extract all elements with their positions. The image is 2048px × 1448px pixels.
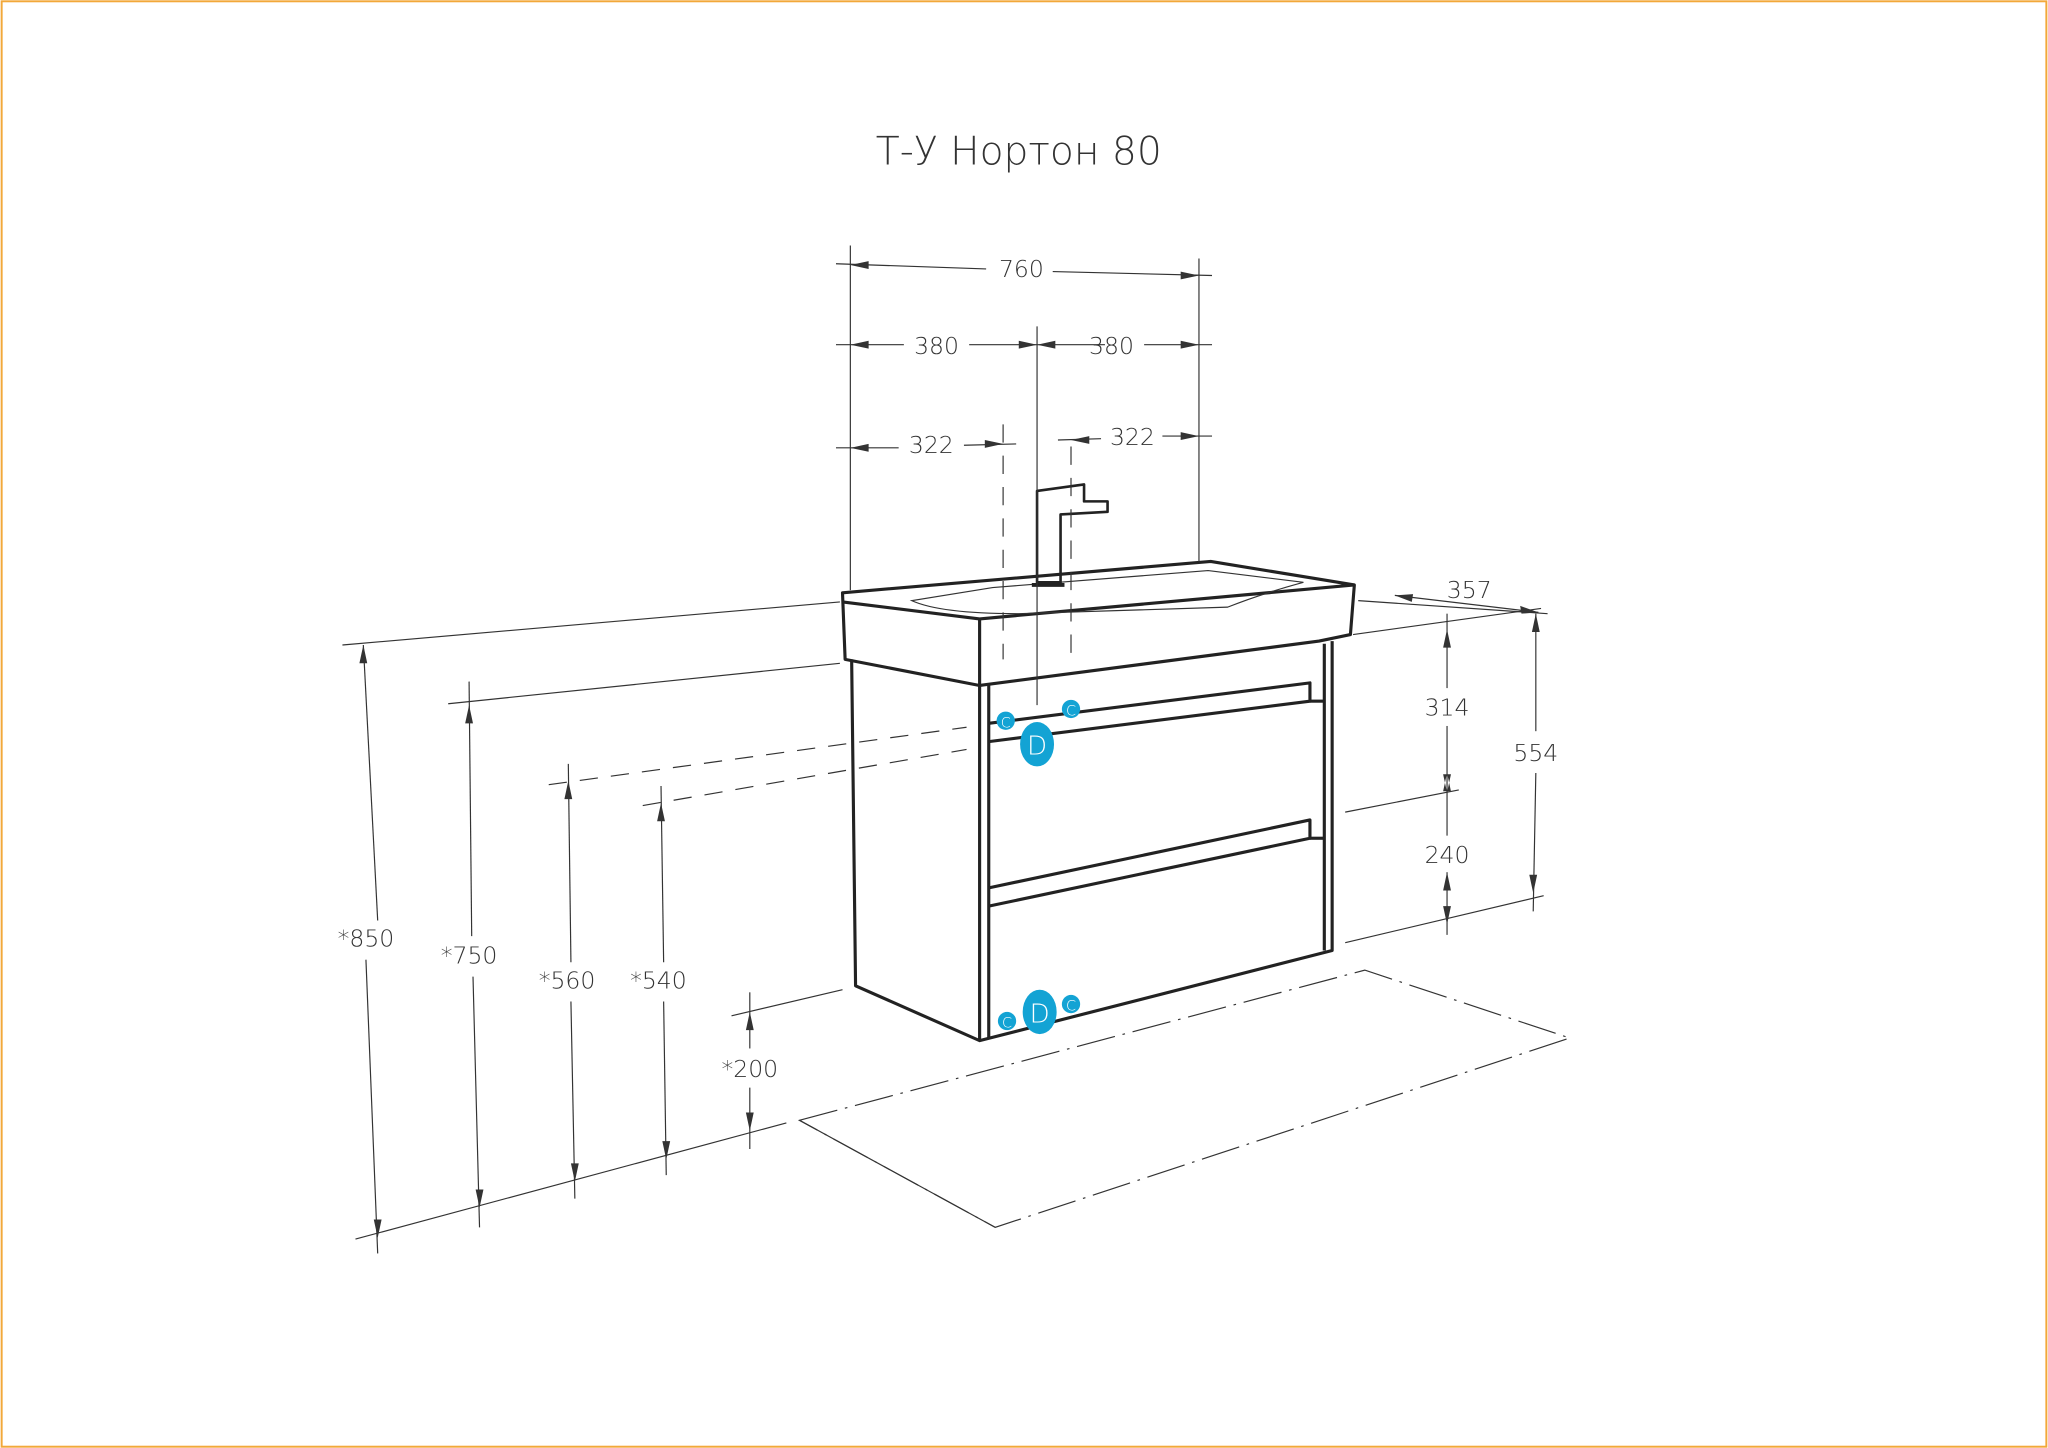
dim-322-left: 322 [909,431,954,459]
dim-322-right: 322 [1110,423,1155,451]
marker-c: C [1002,1016,1012,1032]
connection-markers: C C D C C D [996,699,1081,1035]
dim-380-right: 380 [1089,332,1134,360]
floor-outline [797,969,1572,1228]
dim-760: 760 [999,255,1044,283]
marker-c: C [1066,704,1076,720]
cabinet [850,641,1334,1043]
arrowheads [359,261,1540,1238]
dim-380-left: 380 [914,332,959,360]
drawing-title: Т-У Нортон 80 [876,130,1162,175]
extension-lines [342,245,1548,1240]
dimension-labels: 760 380 380 322 322 357 314 554 240 *850… [338,255,1559,1083]
marker-c: C [1066,999,1076,1015]
washbasin [840,559,1356,688]
marker-c: C [1001,715,1011,731]
dim-357: 357 [1447,576,1492,604]
dim-850: *850 [338,925,395,953]
dim-554: 554 [1513,739,1558,767]
dimension-lines [362,263,1539,1254]
dim-540: *540 [630,966,687,994]
dim-240: 240 [1425,841,1470,869]
marker-d: D [1030,999,1050,1029]
marker-d: D [1027,732,1047,762]
dim-314: 314 [1425,694,1470,722]
dim-750: *750 [441,942,498,970]
dim-560: *560 [539,966,596,994]
dim-200: *200 [722,1055,779,1083]
